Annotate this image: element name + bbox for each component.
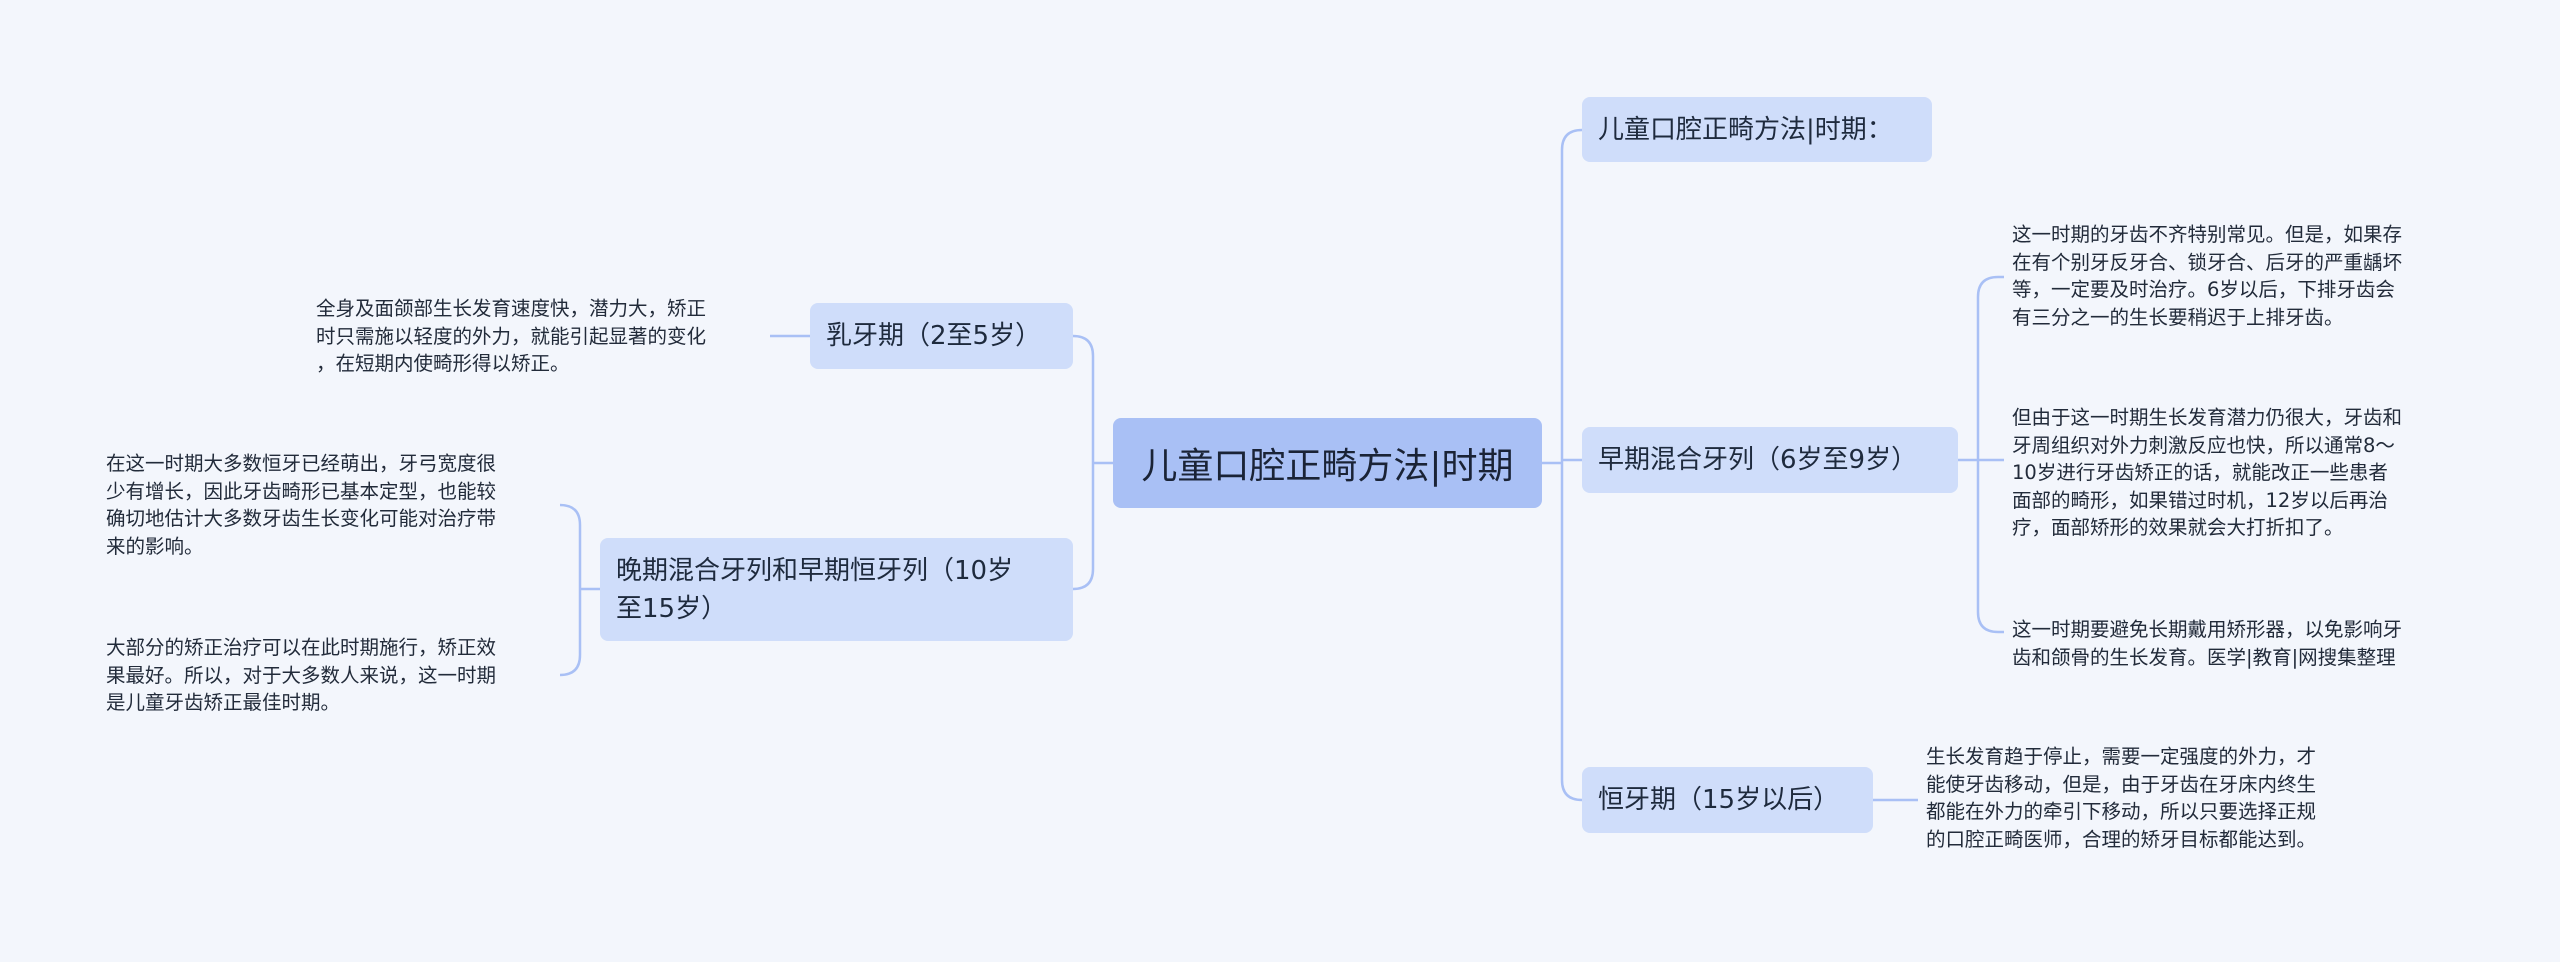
leaf-permanent-note-line: 生长发育趋于停止，需要一定强度的外力，才 — [1926, 745, 2317, 768]
leaf-early-mixed-note-2-line: 牙周组织对外力刺激反应也快，所以通常8～ — [2012, 433, 2395, 457]
topic-permanent-teeth[interactable]: 恒牙期（15岁以后） — [1582, 767, 1873, 833]
leaf-late-mixed-note-1[interactable]: 在这一时期大多数恒牙已经萌出，牙弓宽度很 少有增长，因此牙齿畸形已基本定型，也能… — [106, 450, 496, 560]
leaf-early-mixed-note-2-line: 10岁进行牙齿矫正的话，就能改正一些患者 — [2012, 461, 2388, 484]
topic-early-mixed-dentition[interactable]: 早期混合牙列（6岁至9岁） — [1582, 427, 1958, 493]
leaf-permanent-note-line: 都能在外力的牵引下移动，所以只要选择正规 — [1926, 800, 2317, 823]
leaf-permanent-note-line: 能使牙齿移动，但是，由于牙齿在牙床内终生 — [1926, 772, 2317, 796]
leaf-late-mixed-note-1-line: 确切地估计大多数牙齿生长变化可能对治疗带 — [106, 507, 497, 530]
root-topic-label: 儿童口腔正畸方法|时期 — [1141, 446, 1514, 487]
leaf-early-mixed-note-3-line: 这一时期要避免长期戴用矫形器，以免影响牙 — [2012, 618, 2403, 641]
root-topic[interactable]: 儿童口腔正畸方法|时期 — [1113, 418, 1542, 508]
topic-early-mixed-dentition-label: 早期混合牙列（6岁至9岁） — [1598, 445, 1918, 475]
leaf-early-mixed-note-1[interactable]: 这一时期的牙齿不齐特别常见。但是，如果存 在有个别牙反牙合、锁牙合、后牙的严重龋… — [2012, 221, 2402, 331]
leaf-early-mixed-note-3[interactable]: 这一时期要避免长期戴用矫形器，以免影响牙 齿和颌骨的生长发育。医学|教育|网搜集… — [2012, 616, 2402, 671]
topic-intro[interactable]: 儿童口腔正畸方法|时期： — [1582, 97, 1932, 162]
leaf-early-mixed-note-1-line: 这一时期的牙齿不齐特别常见。但是，如果存 — [2012, 223, 2403, 246]
leaf-early-mixed-note-2-line: 面部的畸形，如果错过时机，12岁以后再治 — [2012, 488, 2388, 512]
topic-late-mixed-label-line-2: 至15岁） — [616, 593, 728, 624]
topic-permanent-teeth-label: 恒牙期（15岁以后） — [1598, 785, 1840, 815]
leaf-late-mixed-note-2-line: 果最好。所以，对于大多数人来说，这一时期 — [106, 663, 497, 687]
leaf-primary-note[interactable]: 全身及面颌部生长发育速度快，潜力大，矫正 时只需施以轻度的外力，就能引起显著的变… — [316, 295, 706, 378]
topic-intro-label: 儿童口腔正畸方法|时期： — [1598, 114, 1893, 145]
leaf-permanent-note[interactable]: 生长发育趋于停止，需要一定强度的外力，才 能使牙齿移动，但是，由于牙齿在牙床内终… — [1926, 743, 2316, 853]
leaf-primary-note-line: 时只需施以轻度的外力，就能引起显著的变化 — [316, 324, 707, 348]
leaf-early-mixed-note-3-line: 齿和颌骨的生长发育。医学|教育|网搜集整理 — [2012, 645, 2396, 669]
topic-primary-teeth-label: 乳牙期（2至5岁） — [826, 321, 1042, 351]
leaf-late-mixed-note-2-line: 是儿童牙齿矫正最佳时期。 — [106, 691, 341, 714]
leaf-late-mixed-note-1-line: 来的影响。 — [106, 534, 204, 558]
leaf-early-mixed-note-1-line: 有三分之一的生长要稍迟于上排牙齿。 — [2012, 305, 2344, 329]
leaf-late-mixed-note-1-line: 在这一时期大多数恒牙已经萌出，牙弓宽度很 — [106, 452, 497, 475]
leaf-early-mixed-note-1-line: 等，一定要及时治疗。6岁以后，下排牙齿会 — [2012, 278, 2395, 301]
leaf-primary-note-line: ，在短期内使畸形得以矫正。 — [316, 352, 570, 375]
topic-late-mixed-dentition[interactable]: 晚期混合牙列和早期恒牙列（10岁 至15岁） — [600, 538, 1073, 641]
leaf-late-mixed-note-2-line: 大部分的矫正治疗可以在此时期施行，矫正效 — [106, 636, 497, 659]
leaf-late-mixed-note-1-line: 少有增长，因此牙齿畸形已基本定型，也能较 — [106, 479, 497, 503]
leaf-early-mixed-note-2[interactable]: 但由于这一时期生长发育潜力仍很大，牙齿和 牙周组织对外力刺激反应也快，所以通常8… — [2012, 404, 2402, 542]
leaf-early-mixed-note-2-line: 但由于这一时期生长发育潜力仍很大，牙齿和 — [2012, 406, 2403, 429]
leaf-late-mixed-note-2[interactable]: 大部分的矫正治疗可以在此时期施行，矫正效 果最好。所以，对于大多数人来说，这一时… — [106, 634, 496, 717]
leaf-early-mixed-note-2-line: 疗，面部矫形的效果就会大打折扣了。 — [2012, 516, 2344, 539]
leaf-primary-note-line: 全身及面颌部生长发育速度快，潜力大，矫正 — [316, 297, 707, 320]
topic-primary-teeth[interactable]: 乳牙期（2至5岁） — [810, 303, 1073, 369]
leaf-permanent-note-line: 的口腔正畸医师，合理的矫牙目标都能达到。 — [1926, 827, 2317, 851]
leaf-early-mixed-note-1-line: 在有个别牙反牙合、锁牙合、后牙的严重龋坏 — [2012, 250, 2403, 274]
topic-late-mixed-label-line-1: 晚期混合牙列和早期恒牙列（10岁 — [616, 555, 1014, 586]
